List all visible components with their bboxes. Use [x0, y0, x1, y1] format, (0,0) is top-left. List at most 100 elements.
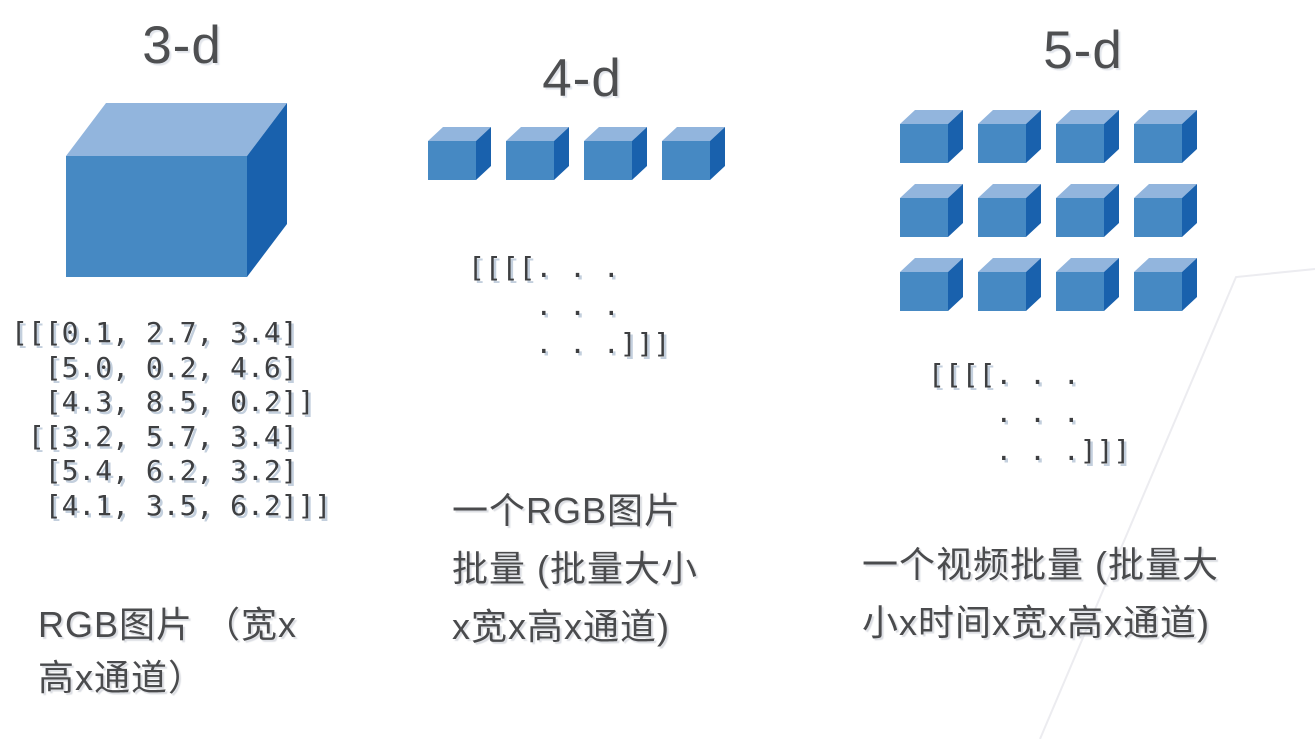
- cube-side-face: [1026, 258, 1041, 311]
- matrix-values-3d: [[[0.1, 2.7, 3.4] [5.0, 0.2, 4.6] [4.3, …: [11, 316, 331, 523]
- cube-top-face: [1134, 258, 1197, 272]
- cube-front-face: [900, 272, 948, 311]
- cube-side-face: [247, 103, 287, 277]
- cube-top-face: [428, 127, 491, 141]
- cube-side-face: [632, 127, 647, 180]
- cube-icon: [900, 110, 963, 163]
- cube-icon: [900, 184, 963, 237]
- matrix-ellipsis-4d: [[[[. . . . . . . . .]]]: [468, 249, 670, 363]
- cube-front-face: [978, 272, 1026, 311]
- cube-icon: [1134, 184, 1197, 237]
- cube-icon: [978, 184, 1041, 237]
- caption-5d: 一个视频批量 (批量大小x时间x宽x高x通道): [862, 536, 1219, 652]
- cube-icon: [66, 103, 287, 277]
- cube-front-face: [428, 141, 476, 180]
- cube-top-face: [1134, 184, 1197, 198]
- text-line: [4.1, 3.5, 6.2]]]: [11, 488, 332, 522]
- text-line: [4.3, 8.5, 0.2]]: [11, 385, 315, 418]
- text-line: 高x通道）: [38, 657, 206, 698]
- cube-icon: [584, 127, 647, 180]
- cube-side-face: [1026, 110, 1041, 163]
- cube-top-face: [1134, 110, 1197, 124]
- cube-top-face: [978, 258, 1041, 272]
- column-3d-title: 3-d: [142, 16, 222, 75]
- cube-side-face: [1104, 110, 1119, 163]
- cube-row-4d: [428, 127, 725, 180]
- cube-icon: [1056, 258, 1119, 311]
- cube-side-face: [710, 127, 725, 180]
- column-5d-title: 5-d: [1043, 21, 1123, 80]
- cube-top-face: [978, 184, 1041, 198]
- cube-side-face: [948, 258, 963, 311]
- accent-chevron-line: [1039, 268, 1315, 739]
- cube-top-face: [1056, 184, 1119, 198]
- text-line: RGB图片 （宽x: [38, 604, 298, 645]
- cube-icon: [506, 127, 569, 180]
- cube-front-face: [900, 198, 948, 237]
- text-line: [5.4, 6.2, 3.2]: [11, 454, 298, 487]
- cube-side-face: [1026, 184, 1041, 237]
- cube-front-face: [1056, 198, 1104, 237]
- cube-side-face: [554, 127, 569, 180]
- text-line: [[3.2, 5.7, 3.4]: [11, 419, 298, 453]
- cube-front-face: [978, 198, 1026, 237]
- cube-icon: [1056, 184, 1119, 237]
- cube-icon: [1134, 110, 1197, 163]
- cube-side-face: [948, 110, 963, 163]
- cube-top-face: [900, 184, 963, 198]
- cube-front-face: [1134, 198, 1182, 237]
- text-line: 一个视频批量 (批量大: [862, 544, 1219, 585]
- cube-icon: [662, 127, 725, 180]
- cube-icon: [900, 258, 963, 311]
- text-line: [[[[. . .: [928, 358, 1080, 391]
- text-line: . . .: [928, 396, 1080, 429]
- text-line: x宽x高x通道): [452, 606, 670, 647]
- text-line: . . .]]]: [468, 327, 671, 360]
- column-4d-title: 4-d: [542, 49, 622, 108]
- matrix-ellipsis-5d: [[[[. . . . . . . . .]]]: [928, 356, 1130, 470]
- cube-3d: [66, 103, 287, 277]
- cube-front-face: [66, 156, 247, 277]
- text-line: [[[0.1, 2.7, 3.4]: [11, 316, 298, 349]
- cube-side-face: [1182, 184, 1197, 237]
- text-line: . . .: [468, 289, 620, 322]
- cube-icon: [1056, 110, 1119, 163]
- text-line: [[[[. . .: [468, 251, 620, 284]
- cube-top-face: [978, 110, 1041, 124]
- cube-top-face: [900, 110, 963, 124]
- cube-side-face: [1104, 184, 1119, 237]
- cube-top-face: [1056, 110, 1119, 124]
- cube-front-face: [1134, 124, 1182, 163]
- cube-front-face: [662, 141, 710, 180]
- cube-front-face: [584, 141, 632, 180]
- text-line: [5.0, 0.2, 4.6]: [11, 350, 298, 384]
- cube-top-face: [66, 103, 287, 156]
- cube-icon: [978, 258, 1041, 311]
- text-line: 一个RGB图片: [452, 490, 682, 531]
- cube-top-face: [506, 127, 569, 141]
- cube-side-face: [948, 184, 963, 237]
- cube-front-face: [900, 124, 948, 163]
- cube-grid-5d: [900, 110, 1197, 311]
- cube-icon: [428, 127, 491, 180]
- text-line: 小x时间x宽x高x通道): [862, 602, 1210, 643]
- cube-top-face: [584, 127, 647, 141]
- cube-top-face: [900, 258, 963, 272]
- cube-top-face: [1056, 258, 1119, 272]
- cube-front-face: [1056, 124, 1104, 163]
- cube-icon: [978, 110, 1041, 163]
- cube-side-face: [476, 127, 491, 180]
- cube-front-face: [978, 124, 1026, 163]
- cube-front-face: [1134, 272, 1182, 311]
- cube-front-face: [506, 141, 554, 180]
- cube-top-face: [662, 127, 725, 141]
- cube-front-face: [1056, 272, 1104, 311]
- cube-icon: [1134, 258, 1197, 311]
- cube-side-face: [1182, 110, 1197, 163]
- text-line: . . .]]]: [928, 434, 1131, 467]
- cube-side-face: [1104, 258, 1119, 311]
- caption-3d: RGB图片 （宽x 高x通道）: [38, 598, 297, 704]
- cube-side-face: [1182, 258, 1197, 311]
